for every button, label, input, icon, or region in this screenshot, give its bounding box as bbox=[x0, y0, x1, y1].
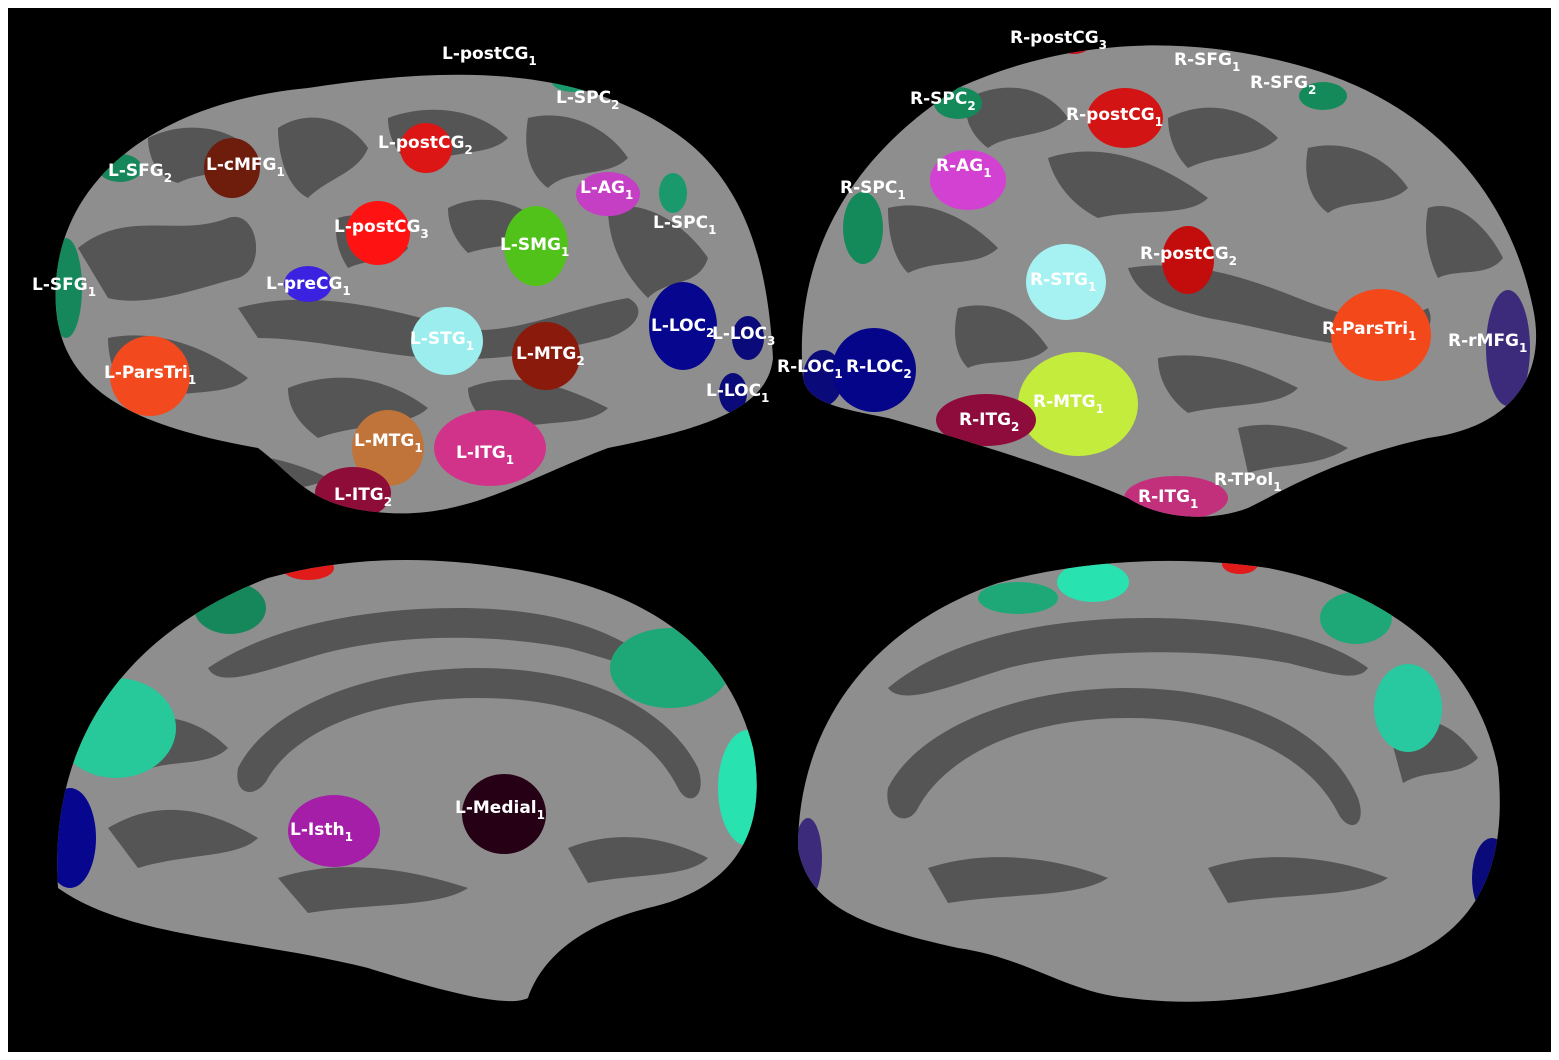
region-L-LOC2 bbox=[649, 282, 717, 370]
region-R-ITG2 bbox=[936, 394, 1036, 446]
label-R-postCG2: R-postCG2 bbox=[1140, 244, 1238, 268]
region-RM-blue bbox=[1472, 838, 1500, 918]
region-LM-teal-right bbox=[610, 628, 730, 708]
label-R-STG1: R-STG1 bbox=[1030, 270, 1097, 294]
label-L-SPC2: L-SPC2 bbox=[556, 88, 620, 112]
label-L-Isth1: L-Isth1 bbox=[290, 820, 353, 844]
label-L-postCG1: L-postCG1 bbox=[442, 44, 537, 68]
label-R-AG1: R-AG1 bbox=[936, 156, 992, 180]
region-L-Isth1 bbox=[288, 795, 380, 867]
region-L-preCG1 bbox=[284, 266, 332, 302]
region-R-SPC1 bbox=[843, 192, 883, 264]
label-L-LOC1: L-LOC1 bbox=[706, 381, 770, 405]
label-L-MTG2: L-MTG2 bbox=[516, 344, 585, 368]
label-L-Medial1: L-Medial1 bbox=[455, 798, 545, 822]
label-R-SFG1: R-SFG1 bbox=[1174, 50, 1241, 74]
region-RM-aqua-top bbox=[1057, 562, 1129, 602]
label-L-postCG3: L-postCG3 bbox=[334, 217, 429, 241]
region-LM-top-red bbox=[282, 559, 334, 580]
right-medial-panel bbox=[798, 560, 1500, 1002]
region-R-LOC2 bbox=[832, 328, 916, 412]
region-L-ParsTri1 bbox=[110, 336, 190, 416]
region-L-ITG1 bbox=[434, 410, 546, 486]
region-LM-green bbox=[194, 582, 266, 634]
label-L-postCG2: L-postCG2 bbox=[378, 133, 473, 157]
label-R-SPC1: R-SPC1 bbox=[840, 178, 906, 202]
label-R-TPol1: R-TPol1 bbox=[1214, 470, 1282, 494]
region-R-postCG1 bbox=[1087, 88, 1163, 148]
label-R-SPC2: R-SPC2 bbox=[910, 89, 976, 113]
region-L-postCG2 bbox=[400, 123, 452, 173]
region-RM-teal-right bbox=[1320, 592, 1392, 644]
label-L-ITG1: L-ITG1 bbox=[456, 443, 515, 467]
label-L-AG1: L-AG1 bbox=[580, 178, 634, 202]
left-medial-panel bbox=[57, 559, 757, 1002]
region-L-STG1 bbox=[411, 307, 483, 375]
region-LM-aqua-right bbox=[718, 730, 757, 846]
left-medial-sulci bbox=[108, 608, 708, 913]
region-LM-blue bbox=[57, 788, 96, 888]
region-LM-aqua-left bbox=[57, 678, 176, 778]
region-R-MTG1 bbox=[1018, 352, 1138, 456]
label-L-SFG2: L-SFG2 bbox=[108, 161, 173, 185]
label-L-ParsTri1: L-ParsTri1 bbox=[104, 363, 197, 387]
region-R-rMFG1 bbox=[1486, 290, 1530, 406]
region-RM-top-red bbox=[1222, 560, 1258, 574]
label-L-LOC3: L-LOC3 bbox=[712, 324, 776, 348]
label-L-ITG2: L-ITG2 bbox=[334, 485, 393, 509]
label-L-SPC1: L-SPC1 bbox=[653, 213, 717, 237]
brain-surfaces bbox=[55, 45, 1537, 1002]
region-L-cMFG1 bbox=[204, 138, 260, 198]
label-L-SFG1: L-SFG1 bbox=[32, 275, 97, 299]
label-L-STG1: L-STG1 bbox=[410, 329, 475, 353]
region-L-SPC1 bbox=[659, 173, 687, 213]
region-L-LOC1 bbox=[719, 373, 747, 413]
region-L-MTG1 bbox=[352, 410, 424, 486]
region-R-AG1 bbox=[930, 150, 1006, 210]
region-RM-green-top bbox=[978, 582, 1058, 614]
region-R-postCG2 bbox=[1162, 226, 1214, 294]
label-R-SFG2: R-SFG2 bbox=[1250, 73, 1317, 97]
label-R-ITG2: R-ITG2 bbox=[959, 410, 1020, 434]
label-R-MTG1: R-MTG1 bbox=[1033, 392, 1104, 416]
region-RM-aqua-right bbox=[1374, 664, 1442, 752]
label-R-postCG1: R-postCG1 bbox=[1066, 105, 1164, 129]
region-R-STG1 bbox=[1026, 244, 1106, 320]
label-R-LOC2: R-LOC2 bbox=[846, 357, 912, 381]
region-L-MTG2 bbox=[512, 322, 580, 390]
label-L-preCG1: L-preCG1 bbox=[266, 274, 351, 298]
label-R-rMFG1: R-rMFG1 bbox=[1448, 331, 1528, 355]
label-R-LOC1: R-LOC1 bbox=[777, 357, 843, 381]
region-L-Medial1 bbox=[462, 774, 546, 854]
brain-surface-figure: L-postCG1 L-SPC2 L-postCG2 L-SFG2 L-cMFG… bbox=[8, 8, 1551, 1052]
label-L-cMFG1: L-cMFG1 bbox=[206, 155, 285, 179]
region-L-AG1 bbox=[576, 172, 640, 216]
label-R-postCG3: R-postCG3 bbox=[1010, 28, 1108, 52]
region-L-LOC3 bbox=[732, 316, 764, 360]
label-L-LOC2: L-LOC2 bbox=[651, 316, 715, 340]
label-R-ITG1: R-ITG1 bbox=[1138, 487, 1199, 511]
label-L-MTG1: L-MTG1 bbox=[354, 431, 423, 455]
region-L-postCG3 bbox=[346, 201, 410, 265]
region-R-ParsTri1 bbox=[1331, 289, 1431, 381]
region-RM-purple bbox=[798, 818, 822, 898]
label-L-SMG1: L-SMG1 bbox=[500, 235, 570, 259]
region-R-SFG2 bbox=[1299, 82, 1347, 110]
right-lateral-regions bbox=[803, 45, 1530, 517]
left-lateral-panel bbox=[55, 74, 773, 514]
label-R-ParsTri1: R-ParsTri1 bbox=[1322, 319, 1417, 343]
right-lateral-panel bbox=[801, 45, 1537, 517]
region-L-SMG1 bbox=[504, 206, 568, 286]
